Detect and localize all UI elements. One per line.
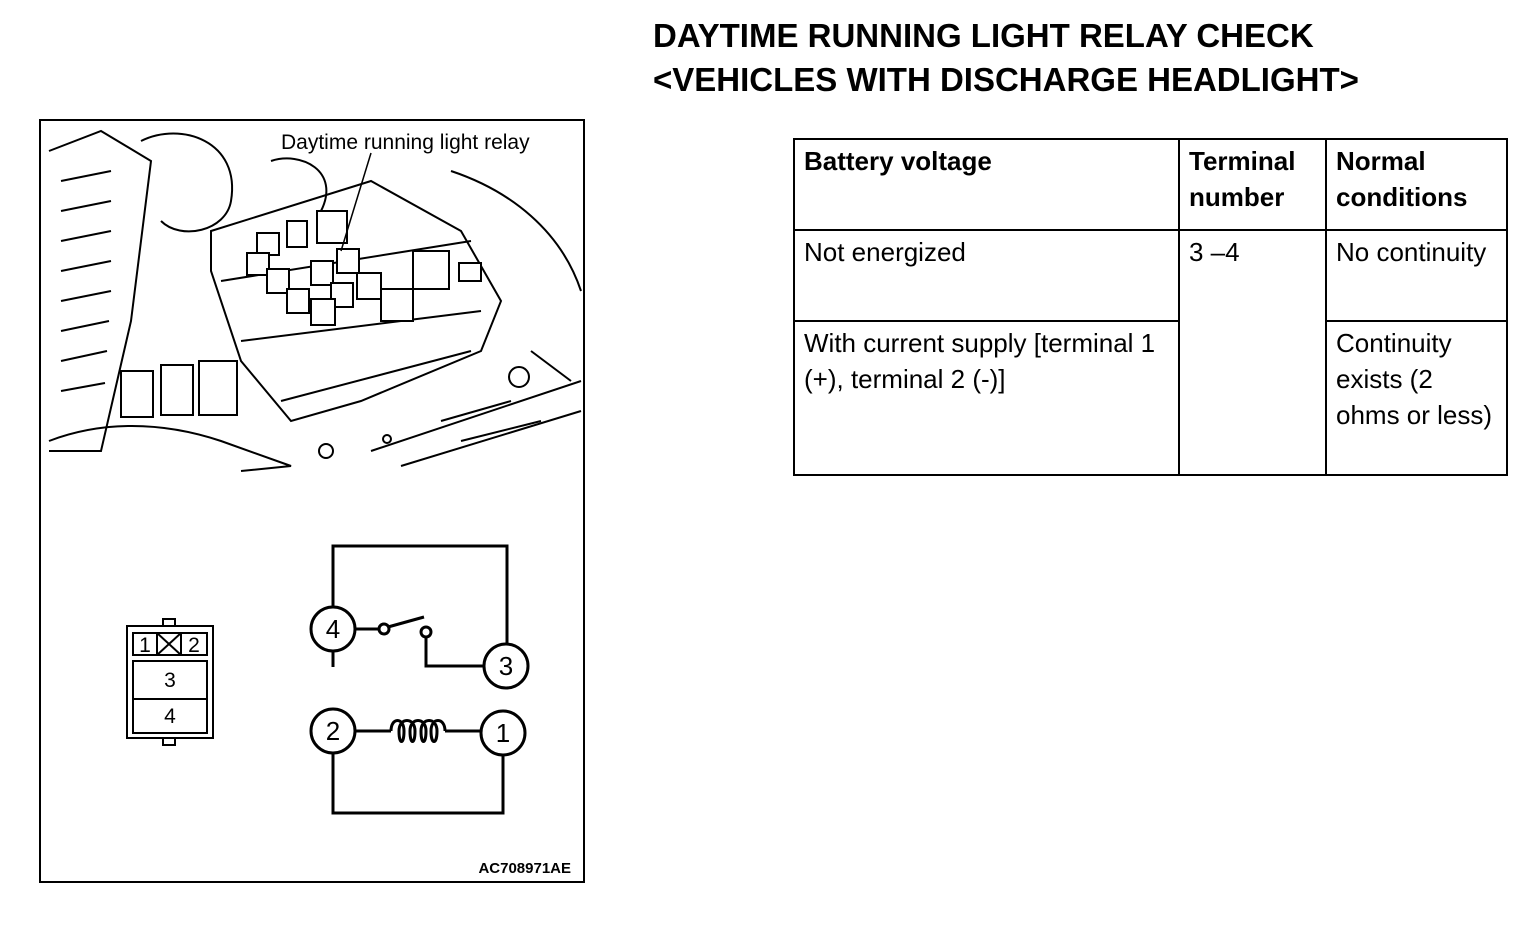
cell-normal-condition: No continuity <box>1325 229 1508 322</box>
circuit-node-3 <box>482 642 530 690</box>
connector-terminal-4: 4 <box>164 705 176 728</box>
relay-blocks <box>120 210 482 418</box>
circuit-schematic <box>309 544 530 815</box>
circuit-terminal-1: 1 <box>496 718 510 748</box>
cell-terminal-number: 3 –4 <box>1178 229 1327 476</box>
table-row: With current supply [terminal 1 (+), ter… <box>793 320 1508 476</box>
callout-leader <box>340 152 372 252</box>
title-line-2: <VEHICLES WITH DISCHARGE HEADLIGHT> <box>653 61 1359 98</box>
relay-illustration: 1 2 3 4 4 3 2 1 D <box>39 119 585 883</box>
circuit-terminal-3: 3 <box>499 651 513 681</box>
circuit-terminal-2: 2 <box>326 716 340 746</box>
header-battery-voltage: Battery voltage <box>793 138 1180 231</box>
cell-battery-voltage: Not energized <box>793 229 1180 322</box>
cell-battery-voltage: With current supply [terminal 1 (+), ter… <box>793 320 1180 476</box>
figure-code: AC708971AE <box>478 860 571 877</box>
circuit-node-2 <box>309 707 357 755</box>
table-row: Not energized 3 –4 No continuity <box>793 229 1508 476</box>
relay-check-table: Battery voltage Terminal number Normal c… <box>793 138 1508 476</box>
header-normal-conditions: Normal conditions <box>1325 138 1508 231</box>
connector-terminal-2: 2 <box>188 634 200 657</box>
cell-normal-condition: Continuity exists (2 ohms or less) <box>1325 320 1508 476</box>
connector-diagram <box>126 618 214 746</box>
relay-drawing: 1 2 3 4 4 3 2 1 <box>48 129 582 815</box>
relay-callout-label: Daytime running light relay <box>281 131 530 154</box>
title-line-1: DAYTIME RUNNING LIGHT RELAY CHECK <box>653 17 1314 54</box>
table-header-row: Battery voltage Terminal number Normal c… <box>793 138 1508 231</box>
connector-terminal-3: 3 <box>164 669 176 692</box>
circuit-node-1 <box>479 709 527 757</box>
page-title: DAYTIME RUNNING LIGHT RELAY CHECK <VEHIC… <box>653 14 1359 102</box>
connector-terminal-1: 1 <box>139 634 151 657</box>
circuit-terminal-4: 4 <box>326 614 340 644</box>
header-terminal-number: Terminal number <box>1178 138 1327 231</box>
circuit-node-4 <box>309 605 357 653</box>
engine-bay-drawing <box>48 129 582 472</box>
